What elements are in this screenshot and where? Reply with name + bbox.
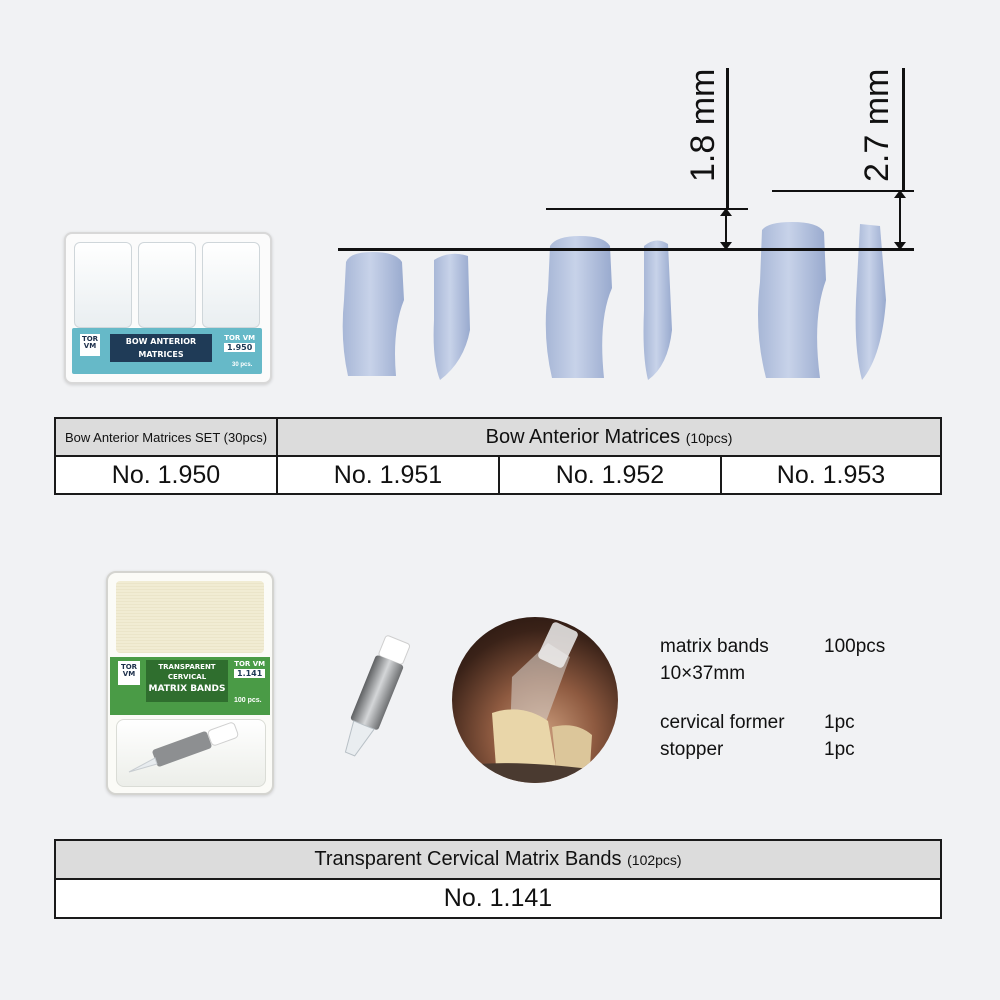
item-number-cell: No. 1.952 — [498, 455, 722, 495]
product-quantity: 100 pcs. — [234, 697, 262, 704]
matrix-side-1953 — [855, 224, 886, 380]
content-quantity: 1pc — [824, 712, 855, 733]
content-name: matrix bands — [660, 636, 769, 657]
dimension-label-1-8: 1.8 mm — [684, 68, 722, 182]
matrix-front-1952 — [545, 236, 612, 378]
product-name: TRANSPARENT CERVICAL MATRIX BANDS — [146, 660, 228, 702]
set-header-text: Bow Anterior Matrices SET (30pcs) — [64, 429, 268, 445]
content-quantity: 1pc — [824, 739, 855, 760]
product-code: TOR VM 1.950 — [224, 334, 256, 352]
product-label: TOR VM BOW ANTERIOR MATRICES TOR VM 1.95… — [72, 328, 262, 374]
former-tray — [116, 719, 266, 787]
product-quantity: 30 pcs. — [232, 362, 253, 368]
dimension-label-2-7: 2.7 mm — [858, 68, 896, 182]
item-number-cell: No. 1.141 — [54, 878, 942, 919]
product-name-line: CERVICAL — [167, 673, 207, 681]
tor-vm-logo: TOR VM — [80, 334, 100, 356]
bow-anterior-table: Bow Anterior Matrices SET (30pcs) Bow An… — [54, 417, 942, 495]
matrix-side-1951 — [433, 253, 470, 380]
cervical-table: Transparent Cervical Matrix Bands (102pc… — [54, 839, 942, 919]
dimension-line — [546, 208, 748, 210]
set-header-cell: Bow Anterior Matrices SET (30pcs) — [54, 417, 278, 457]
matrix-front-1951 — [342, 252, 404, 376]
matrix-front-1953 — [758, 222, 826, 378]
item-number-cell: No. 1.953 — [720, 455, 942, 495]
cervical-former-stopper-icon — [344, 635, 411, 757]
group-header-text: Bow Anterior Matrices — [485, 425, 681, 448]
group-header-qty: (10pcs) — [685, 429, 733, 446]
bow-anterior-product-box: TOR VM BOW ANTERIOR MATRICES TOR VM 1.95… — [64, 232, 272, 384]
clinical-photo — [452, 617, 618, 783]
reference-line — [338, 248, 914, 251]
product-label: TOR VM TRANSPARENT CERVICAL MATRIX BANDS… — [110, 657, 270, 715]
dimension-leader — [902, 68, 905, 192]
matrix-shapes — [342, 222, 886, 380]
product-code-number: 1.141 — [234, 669, 266, 678]
dimension-arrow-icon — [720, 208, 732, 250]
product-code-number: 1.950 — [224, 343, 256, 352]
content-size: 10×37mm — [660, 663, 746, 684]
tor-vm-logo: TOR VM — [118, 661, 140, 685]
content-name: stopper — [660, 739, 724, 760]
matrices-illustration: 1.8 mm 2.7 mm — [0, 0, 1000, 400]
product-name-line: BOW ANTERIOR — [125, 337, 197, 346]
dimension-arrow-icon — [894, 190, 906, 250]
group-header-cell: Bow Anterior Matrices (10pcs) — [276, 417, 942, 457]
dimension-line — [772, 190, 914, 192]
content-name: cervical former — [660, 712, 785, 733]
cervical-product-box: TOR VM TRANSPARENT CERVICAL MATRIX BANDS… — [106, 571, 274, 795]
item-number-cell: No. 1.951 — [276, 455, 500, 495]
tooth-with-band-image — [452, 622, 618, 783]
product-name-line: MATRICES — [138, 350, 184, 359]
product-name-line: TRANSPARENT — [158, 663, 216, 671]
cervical-header-cell: Transparent Cervical Matrix Bands (102pc… — [54, 839, 942, 880]
cervical-former-icon — [128, 722, 239, 773]
box-compartment — [74, 242, 132, 328]
box-compartment — [138, 242, 196, 328]
cervical-header-text: Transparent Cervical Matrix Bands — [314, 848, 622, 870]
product-code: TOR VM 1.141 — [234, 660, 266, 678]
item-number-cell: No. 1.950 — [54, 455, 278, 495]
product-name: BOW ANTERIOR MATRICES — [110, 334, 212, 362]
matrix-side-1952 — [643, 240, 672, 380]
product-code-label: TOR VM — [234, 660, 266, 668]
cervical-header-qty: (102pcs) — [627, 852, 682, 868]
matrix-bands-stack — [116, 581, 264, 653]
product-code-label: TOR VM — [224, 334, 256, 342]
box-compartment — [202, 242, 260, 328]
dimension-leader — [726, 68, 729, 210]
product-name-line: MATRIX BANDS — [148, 684, 226, 694]
content-quantity: 100pcs — [824, 636, 886, 657]
